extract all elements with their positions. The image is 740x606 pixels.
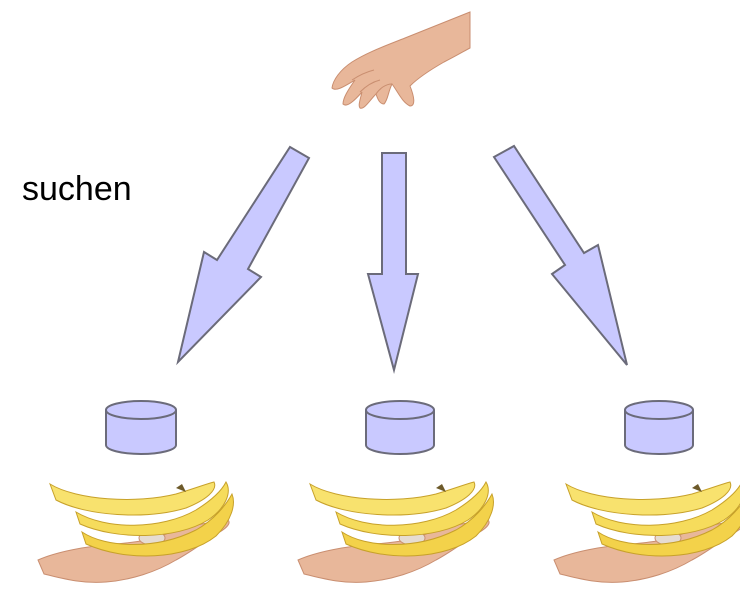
hand-holding-bananas-icon [553,481,740,583]
database-icon [624,400,694,455]
reaching-hand-icon [331,11,471,109]
database-icon [105,400,177,455]
arrow-middle [366,152,420,374]
hand-holding-bananas-icon [37,481,234,583]
arrow-right [492,144,628,366]
search-label: suchen [22,170,132,208]
arrow-left [176,145,311,366]
hand-holding-bananas-icon [297,481,494,583]
database-icon [365,400,435,455]
